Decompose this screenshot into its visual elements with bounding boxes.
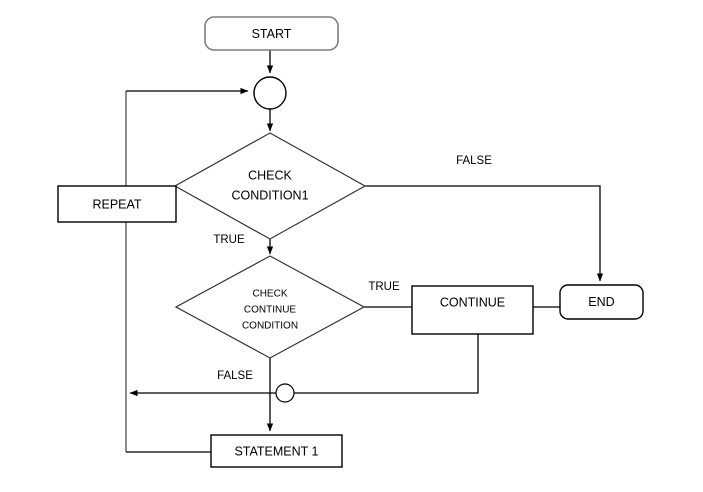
check-continue-condition-label-line2: CONTINUE [244, 305, 297, 316]
top-connector-circle-shape [253, 76, 287, 110]
check-condition1-decision-label-line2: CONDITION1 [231, 188, 308, 202]
statement1-process-shape [210, 434, 343, 468]
continue-process-shape [411, 285, 534, 335]
edge-label-decision2-false: FALSE [217, 370, 253, 382]
repeat-process[interactable]: REPEAT [57, 185, 177, 223]
check-continue-condition-decision-shape [174, 255, 366, 359]
edge-continue-to-loopback [294, 334, 479, 394]
check-condition1-decision-label-line1: CHECK [248, 168, 292, 182]
check-continue-condition-label-line1: CHECK [252, 289, 287, 300]
end-terminator[interactable]: END [559, 284, 644, 320]
start-terminator[interactable]: START [204, 16, 339, 51]
bottom-connector-circle-shape [275, 383, 295, 403]
check-continue-condition-label-line3: CONDITION [242, 321, 298, 332]
edge-label-decision1-true: TRUE [213, 234, 245, 246]
repeat-process-label: REPEAT [92, 197, 141, 211]
bottom-connector-circle[interactable] [275, 383, 295, 403]
start-terminator-label: START [252, 27, 292, 41]
check-continue-condition-decision[interactable]: CHECK CONTINUE CONDITION [174, 255, 366, 359]
continue-process[interactable]: CONTINUE [411, 285, 534, 335]
check-condition1-decision[interactable]: CHECK CONDITION1 [173, 132, 367, 240]
statement1-process-label: STATEMENT 1 [234, 444, 318, 458]
start-terminator-shape [204, 16, 339, 51]
edge-label-decision2-true: TRUE [368, 281, 400, 293]
continue-process-label: CONTINUE [440, 295, 505, 309]
statement1-process[interactable]: STATEMENT 1 [210, 434, 343, 468]
end-terminator-label: END [588, 295, 614, 309]
repeat-process-shape [57, 185, 177, 223]
edge-decision1-false-to-end [365, 185, 604, 282]
top-connector-circle[interactable] [253, 76, 287, 110]
edge-label-decision1-false: FALSE [456, 155, 492, 167]
end-terminator-shape [559, 284, 644, 320]
check-condition1-decision-shape [173, 132, 367, 240]
